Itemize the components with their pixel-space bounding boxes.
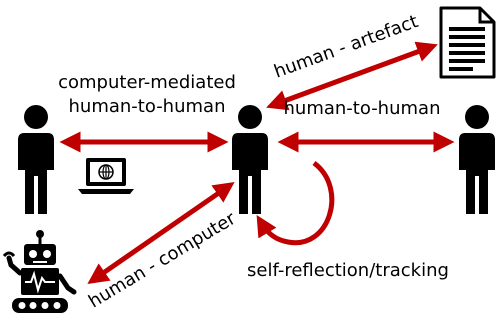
- human-to-human-label: human-to-human: [284, 98, 441, 119]
- self-reflection-label: self-reflection/tracking: [247, 260, 449, 281]
- left-person-icon: [18, 105, 54, 214]
- computer-mediated-sublabel: human-to-human: [69, 96, 226, 117]
- human-artefact-label: human - artefact: [271, 11, 421, 83]
- human-artefact-arrow: [266, 41, 438, 111]
- center-person-icon: [232, 105, 268, 214]
- laptop-icon: [78, 158, 134, 194]
- human-computer-label: human - computer: [85, 208, 240, 313]
- robot-icon: [2, 230, 77, 313]
- computer-mediated-label: computer-mediated: [58, 72, 236, 93]
- document-icon: [439, 6, 496, 79]
- self-reflection-arrow: [256, 160, 335, 246]
- human-computer-arrow: [87, 182, 235, 284]
- right-person-icon: [459, 105, 495, 214]
